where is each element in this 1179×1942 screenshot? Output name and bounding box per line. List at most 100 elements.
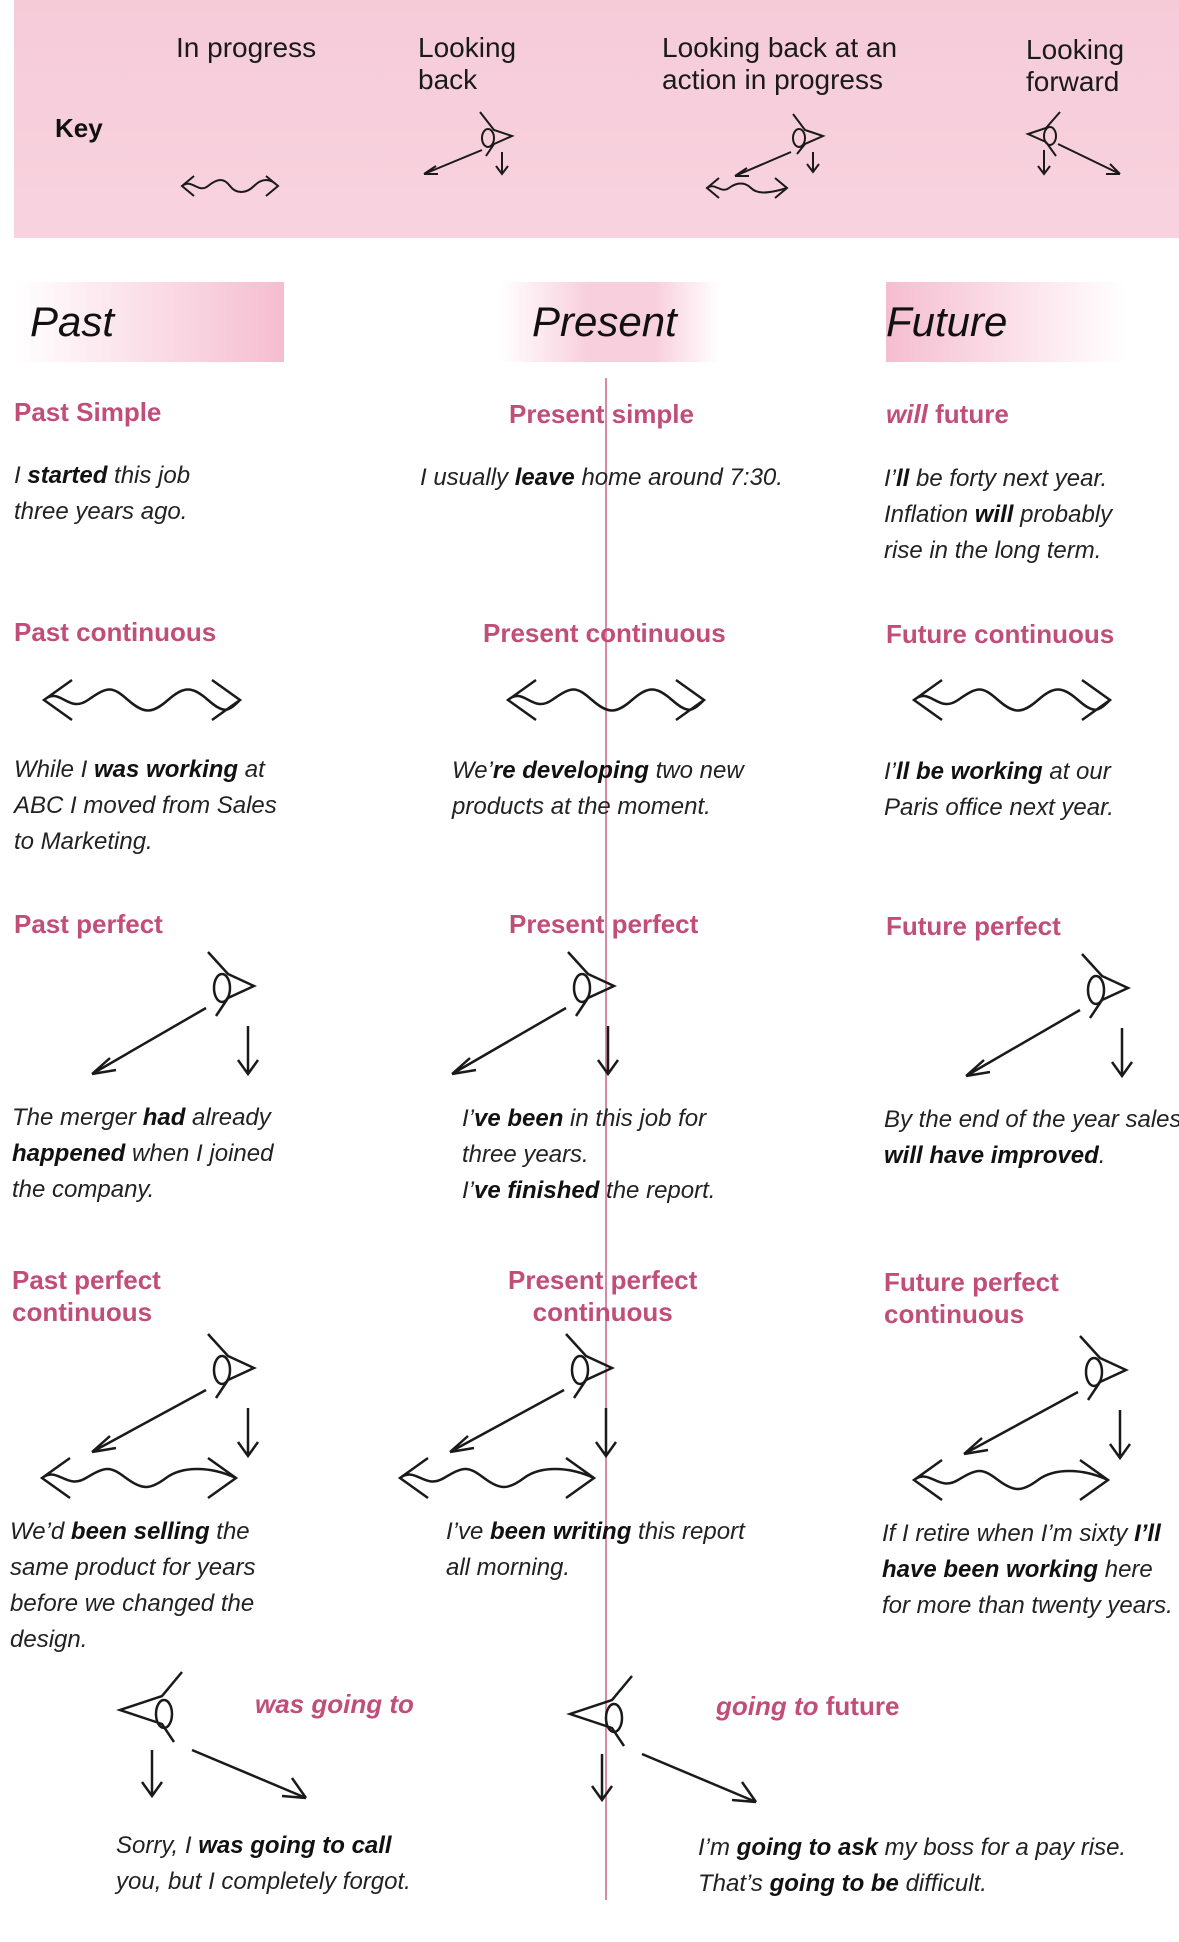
text-run: difficult. [898,1870,987,1897]
text-run: products at the moment. [452,793,711,820]
example-line: you, but I completely forgot. [116,1864,411,1900]
example-line: By the end of the year sales [884,1102,1179,1138]
text-run: design. [10,1626,88,1653]
heading-present-simple: Present simple [509,399,694,429]
example-line: I’ll be working at our [884,754,1114,790]
text-run: to Marketing. [14,828,153,855]
text-run: The merger [12,1104,143,1131]
eye-looking-back-action-icon [705,113,826,199]
example-line: While I was working at [14,752,277,788]
example-present-perfect-continuous: I’ve been writing this report all morning… [446,1514,745,1586]
text-run: I’ve [446,1518,491,1545]
text-run: two new [648,757,744,784]
example-line: products at the moment. [452,789,744,825]
example-present-simple: I usually leave home around 7:30. [420,460,783,496]
text-run: here [1098,1556,1153,1583]
text-run: rise in the long term. [884,537,1102,564]
text-run: I’ [884,465,896,492]
bold-run: was working [94,756,239,783]
heading-present-perfect-continuous: Present perfect continuous [508,1265,698,1327]
text-run: the company. [12,1176,155,1203]
wavy-double-arrow-icon [41,678,243,722]
text-run: you, but I completely forgot. [116,1868,411,1895]
eye-looking-forward-icon [116,1671,308,1800]
column-header-present: Present [500,282,720,362]
bold-run: started [27,462,108,489]
heading-present-perfect: Present perfect [509,909,699,939]
heading-future-perfect-continuous: Future perfect continuous [884,1267,1059,1329]
example-line: rise in the long term. [884,533,1112,569]
example-line: three years. [462,1137,715,1173]
example-line: three years ago. [14,494,190,530]
example-line: ABC I moved from Sales [14,788,277,824]
bold-run: ll be working [896,758,1043,785]
text-run: By the end of the year sales [884,1106,1179,1133]
example-line: I usually leave home around 7:30. [420,460,783,496]
example-line: I’ll be forty next year. [884,461,1112,497]
text-run: three years ago. [14,498,188,525]
text-run: all morning. [446,1554,571,1581]
text-run: my boss for a pay rise. [878,1834,1127,1861]
text-run: I [14,462,28,489]
example-line: Paris office next year. [884,790,1114,826]
text-run: Paris office next year. [884,794,1114,821]
eye-looking-back-icon [451,951,620,1077]
eye-looking-back-action-icon [397,1333,618,1500]
key-looking-forward-label: Looking forward [1026,34,1125,97]
example-line: happened when I joined [12,1136,273,1172]
text-run: be forty next year. [909,465,1108,492]
text-run: this report [631,1518,745,1545]
text-run: I usually [420,464,515,491]
eye-looking-back-action-icon [911,1335,1132,1502]
text-run: While I [14,756,95,783]
example-past-simple: I started this job three years ago. [14,458,190,530]
heading-past-perfect-continuous: Past perfect continuous [12,1265,161,1327]
text-run: ABC I moved from Sales [14,792,277,819]
example-line: the company. [12,1172,273,1208]
text-run: already [185,1104,271,1131]
heading-will-future: will future [886,399,1009,429]
bold-run: going to ask [736,1834,879,1861]
bold-run: happened [12,1140,126,1167]
column-header-future: Future [886,282,1126,362]
example-line: I’ve been in this job for [462,1101,715,1137]
text-run: . [1098,1142,1106,1169]
eye-looking-back-icon [965,953,1134,1079]
text-run: three years. [462,1141,589,1168]
bold-run: going to be [769,1870,899,1897]
text-run: Inflation [884,501,975,528]
wavy-double-arrow-icon [505,678,707,722]
wavy-double-arrow-icon [180,175,280,197]
example-line: If I retire when I’m sixty I’ll [882,1516,1173,1552]
example-present-perfect: I’ve been in this job for three years. I’v… [462,1101,715,1209]
column-header-past: Past [14,282,284,362]
heading-present-continuous: Present continuous [483,618,726,648]
text-run: I’m [698,1834,737,1861]
heading-going-to-future: going to future [716,1691,900,1721]
example-line: I’ve finished the report. [462,1173,715,1209]
example-line: The merger had already [12,1100,273,1136]
key-title: Key [55,113,103,143]
text-run: We’d [10,1518,71,1545]
text-run: the [209,1518,250,1545]
example-line: Inflation will probably [884,497,1112,533]
eye-looking-forward-icon [566,1675,758,1804]
text-run: I’ [462,1105,474,1132]
example-will-future: I’ll be forty next year.Inflation will p… [884,461,1112,569]
example-line: I’ve been writing this report [446,1514,745,1550]
center-divider-line [605,378,607,1900]
example-going-to-future: I’m going to ask my boss for a pay rise.… [698,1830,1126,1902]
bold-run: been selling [70,1518,210,1545]
bold-run: been writing [490,1518,632,1545]
key-in-progress-label: In progress [176,32,317,63]
text-run: this job [107,462,191,489]
example-line: Sorry, I was going to call [116,1828,411,1864]
text-run: home around 7:30. [574,464,783,491]
heading-past-perfect: Past perfect [14,909,163,939]
key-looking-back-action-label: Looking back at an action in progress [662,32,898,95]
example-line: all morning. [446,1550,745,1586]
